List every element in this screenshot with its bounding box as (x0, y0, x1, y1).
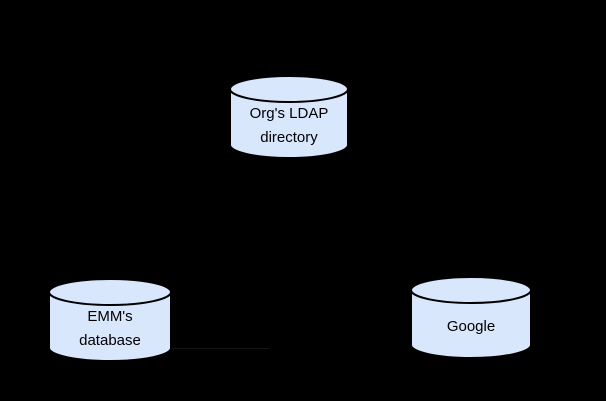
database-cylinder-icon (229, 75, 349, 159)
node-label-line: Google (446, 317, 496, 335)
faint-connector-line (172, 348, 270, 349)
node-label-line: Org's LDAP (249, 105, 329, 122)
node-label-line: database (79, 332, 141, 349)
node-google: Google (410, 275, 532, 360)
node-orgs-ldap-directory: Org's LDAP directory (229, 74, 349, 160)
node-label-google: Google (410, 275, 532, 360)
node-label-orgs-ldap-directory: Org's LDAP directory (229, 74, 349, 160)
database-cylinder-icon (48, 278, 172, 362)
node-label-emms-database: EMM's database (48, 277, 172, 363)
node-label-line: EMM's (87, 308, 133, 325)
node-emms-database: EMM's database (48, 277, 172, 363)
node-label-line: directory (260, 129, 318, 146)
database-cylinder-icon (410, 276, 532, 359)
